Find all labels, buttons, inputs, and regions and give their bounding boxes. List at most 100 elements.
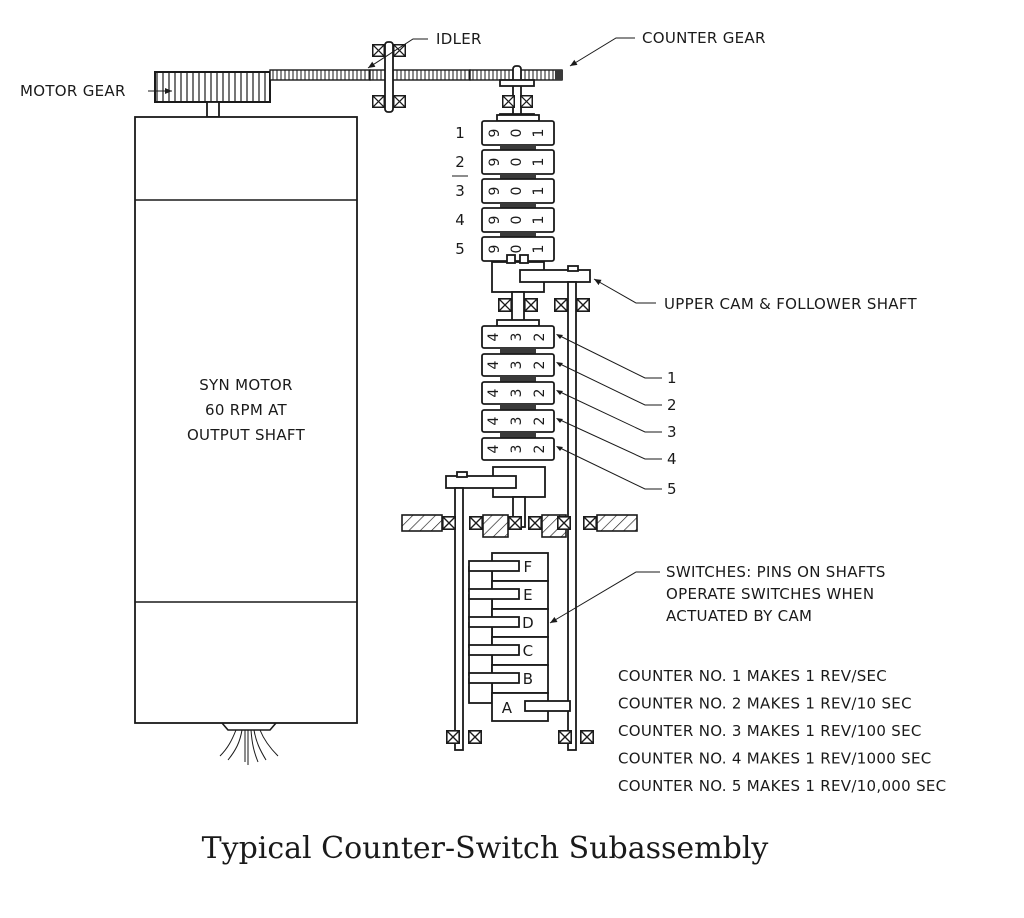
cam-digit: 3 [509, 445, 525, 454]
switch-label: A [502, 699, 513, 717]
counter-note: COUNTER NO. 5 MAKES 1 REV/10,000 SEC [618, 777, 946, 795]
cam-digit: 2 [532, 333, 548, 342]
counter-digit: 9 [487, 216, 503, 225]
switch-c: C [468, 636, 549, 676]
switches-label-line3: ACTUATED BY CAM [666, 607, 812, 625]
counter-notes: COUNTER NO. 1 MAKES 1 REV/SEC COUNTER NO.… [618, 667, 946, 795]
bearing-icon [583, 516, 597, 530]
cam-spacer [500, 348, 536, 354]
counter-digit: 1 [531, 216, 547, 225]
lower-cam-number: 4 [667, 450, 677, 468]
label-upper-cam: UPPER CAM & FOLLOWER SHAFT [593, 278, 917, 313]
switch-pin [468, 560, 520, 572]
idler-label: IDLER [436, 30, 482, 48]
cam-digit: 2 [532, 389, 548, 398]
counter-digit: 1 [531, 245, 547, 254]
bearing-icon [446, 730, 460, 744]
follower-shaft-left [454, 487, 464, 751]
counter-digit: 0 [509, 158, 525, 167]
cam-digit: 3 [509, 361, 525, 370]
motor-wires-icon [219, 722, 279, 765]
motor-label-line2: 60 RPM AT [205, 401, 288, 419]
switch-pin [468, 588, 520, 600]
leader-line [557, 446, 662, 490]
switch-a: A [491, 692, 571, 722]
cam-digit: 2 [532, 361, 548, 370]
syn-motor: SYN MOTOR 60 RPM AT OUTPUT SHAFT [134, 116, 358, 724]
label-motor-gear: MOTOR GEAR [20, 82, 172, 100]
upper-counter-number: 4 [455, 211, 465, 229]
switch-label: C [523, 642, 534, 660]
cam-digit: 2 [532, 445, 548, 454]
bearing-icon [528, 516, 542, 530]
bearing-icon [520, 95, 533, 108]
counter-digit: 9 [487, 158, 503, 167]
bearing-icon [393, 95, 406, 108]
switches-label-line1: SWITCHES: PINS ON SHAFTS [666, 563, 886, 581]
upper-counter-number: 1 [455, 124, 465, 142]
leader-line [557, 334, 662, 379]
counter-note: COUNTER NO. 2 MAKES 1 REV/10 SEC [618, 695, 912, 713]
switch-label: D [522, 614, 534, 632]
bearing-icon [498, 298, 512, 312]
switch-label: F [524, 558, 533, 576]
upper-counter-number: 2 [455, 153, 465, 171]
motor-label-line1: SYN MOTOR [199, 376, 293, 394]
counter-note: COUNTER NO. 1 MAKES 1 REV/SEC [618, 667, 887, 685]
gear-train-rim [269, 69, 471, 81]
cam-digit: 3 [509, 389, 525, 398]
upper-cam-label: UPPER CAM & FOLLOWER SHAFT [664, 295, 917, 313]
counter-note: COUNTER NO. 4 MAKES 1 REV/1000 SEC [618, 750, 932, 768]
leader-line [557, 362, 662, 406]
counter-digit: 9 [487, 187, 503, 196]
cam-digit: 3 [509, 333, 525, 342]
cam-digit: 3 [509, 417, 525, 426]
switch-pin [468, 644, 520, 656]
lower-cam [445, 466, 546, 528]
leader-line [557, 390, 662, 433]
motor-label-line3: OUTPUT SHAFT [187, 426, 306, 444]
counter-digit: 0 [509, 245, 525, 254]
switch-label: B [523, 670, 534, 688]
bearing-icon [468, 730, 482, 744]
lower-cam-number: 1 [667, 369, 677, 387]
switch-label: E [523, 586, 533, 604]
cam-digit: 4 [486, 416, 502, 425]
counter-digit: 9 [487, 245, 503, 254]
lower-cam-number: 3 [667, 423, 677, 441]
counter-gear-label: COUNTER GEAR [642, 29, 766, 47]
switch-e: E [468, 580, 549, 620]
cam-digit: 4 [486, 332, 502, 341]
counter-digit: 1 [531, 129, 547, 138]
upper-counter-number: 3 [455, 182, 465, 200]
switches-label-line2: OPERATE SWITCHES WHEN [666, 585, 874, 603]
bearing-icon [372, 95, 385, 108]
motor-gear [154, 71, 271, 103]
bottom-bearings [446, 730, 594, 744]
bearing-icon [502, 95, 515, 108]
bearing-icon [558, 730, 572, 744]
cam-digit: 4 [486, 444, 502, 453]
bearing-icon [554, 298, 568, 312]
lower-cam-number: 5 [667, 480, 677, 498]
counter-digit: 1 [531, 158, 547, 167]
bearing-icon [580, 730, 594, 744]
idler-shaft [372, 41, 406, 113]
switch-pin [524, 700, 571, 712]
bearing-icon [524, 298, 538, 312]
counter-spacer [500, 232, 536, 237]
label-idler: IDLER [367, 30, 482, 69]
cam-wheel [481, 437, 555, 461]
switch-pin [468, 672, 520, 684]
cam-spacer [500, 376, 536, 382]
